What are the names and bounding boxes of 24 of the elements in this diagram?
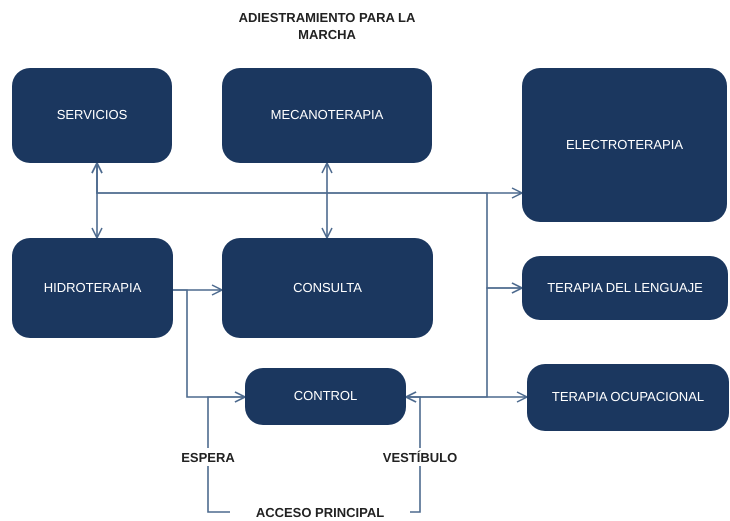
connector-arrow [405, 391, 421, 448]
area-label: VESTÍBULO [382, 448, 458, 466]
room-name: TERAPIA OCUPACIONAL [552, 389, 704, 406]
room-name: MECANOTERAPIA [270, 107, 384, 124]
room-name: SERVICIOS [56, 107, 128, 124]
room-box [222, 238, 433, 338]
connector-arrow [207, 391, 246, 448]
room-box [245, 368, 406, 425]
room-box [522, 68, 727, 222]
connector-arrow [91, 162, 523, 294]
room-box [527, 364, 729, 431]
room-box [12, 68, 172, 163]
area-label: ESPERA [176, 448, 240, 466]
room-box [222, 68, 432, 163]
room-name: ELECTROTERAPIA [566, 136, 684, 154]
area-label: ACCESO PRINCIPAL [230, 503, 410, 521]
room-name: TERAPIA DEL LENGUAJE [547, 280, 703, 296]
area-heading: ADIESTRAMIENTO PARA LA MARCHA [238, 10, 416, 44]
room-name: CONTROL [294, 388, 358, 405]
room-name: CONSULTA [293, 280, 362, 296]
connector-arrow [321, 162, 333, 239]
room-box [12, 238, 173, 338]
room-name: HIDROTERAPIA [44, 280, 142, 296]
room-box [522, 256, 728, 320]
